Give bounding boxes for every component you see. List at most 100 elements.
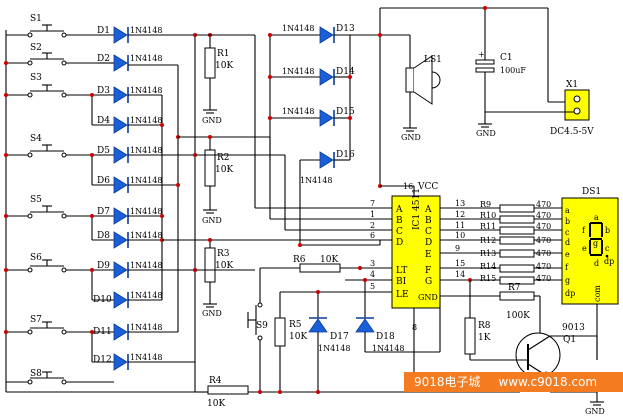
switch-s7: S7: [6, 315, 114, 335]
display-pin: dp: [565, 289, 575, 298]
seg-letter: b: [605, 226, 610, 235]
diode-label: D13: [336, 24, 355, 34]
ic-left-pin: LE: [396, 290, 409, 300]
ic-left-pin: LT: [396, 266, 407, 276]
resistor-value: 100K: [506, 311, 530, 321]
seg-letter: d: [594, 259, 599, 268]
diode-d6: D6 1N4148: [90, 153, 178, 194]
ic-label: IC1 4511: [412, 188, 422, 230]
transistor-section: R8 1K R7 100K 9013 Q1 GND: [440, 280, 605, 416]
diode-d11: D11 1N4148: [93, 323, 178, 341]
gnd-label: GND: [401, 133, 421, 142]
display-pin: a: [565, 206, 570, 215]
diode-label: D8: [97, 231, 110, 241]
ic-left-pin: B: [396, 216, 403, 226]
capacitor-value: 100uF: [500, 66, 526, 75]
diode-label: D15: [336, 107, 355, 117]
switch-s3: S3: [6, 73, 114, 98]
gnd-label: GND: [202, 216, 222, 225]
speaker-label: LS1: [424, 55, 442, 65]
resistor-value: 10K: [215, 61, 233, 71]
ic-left-num: 5: [370, 282, 375, 291]
diode-label: D4: [97, 116, 110, 126]
diode-label: D10: [93, 295, 112, 305]
diode-type: 1N4148: [130, 323, 162, 332]
switch-s4: S4: [6, 134, 114, 158]
ic-vcc-pin: 16: [403, 182, 413, 191]
diode-type: 1N4148: [282, 67, 314, 76]
switch-s2: S2: [6, 43, 114, 66]
display-pin: e: [565, 250, 570, 259]
diode-type: 1N4148: [130, 231, 162, 240]
resistor-value: 10K: [320, 255, 338, 265]
diode-label: D7: [97, 207, 110, 217]
lower-control-section: R6 10K S9 R5 10K D17 1N4148 D18 1N4148: [194, 240, 441, 409]
seg-res-value: 470: [536, 222, 551, 231]
seg-res-label: R15: [480, 274, 496, 283]
ic-vcc-label: VCC: [417, 182, 438, 192]
switch-s6: S6: [6, 253, 114, 273]
ic-right-num: 11: [455, 221, 465, 230]
switch-label: S3: [30, 73, 42, 83]
seg-letter: g: [593, 239, 598, 248]
ic1-4511: 16 VCC IC1 4511 A B C D LT BI LE 7 1 2 6…: [260, 182, 500, 392]
resistor-label: R4: [209, 376, 222, 386]
display-ds1: DS1 a b c d e f g dp com a b c d e f g d…: [561, 187, 619, 360]
diode-d16: D16 1N4148: [300, 150, 355, 185]
diode-d1: D1 1N4148: [97, 26, 195, 44]
diode-label: D1: [97, 26, 110, 36]
switch-label: S2: [30, 43, 42, 53]
watermark-banner: 9018电子城 www.c9018.com: [404, 372, 623, 392]
ic-left-num: 3: [370, 259, 375, 268]
ic-right-pin: F: [425, 266, 431, 276]
ic-left-pin: A: [395, 205, 403, 215]
resistor-label: R7: [508, 283, 521, 293]
diode-d7: D7 1N4148: [97, 207, 162, 225]
switch-label: S9: [256, 321, 268, 331]
resistor-label: R5: [289, 320, 302, 330]
transistor-type: 9013: [562, 323, 585, 333]
diode-type: 1N4148: [130, 353, 162, 362]
resistor-label: R6: [293, 255, 306, 265]
display-pin: b: [565, 217, 570, 226]
segment-resistors: R9 R10 R11 R12 R13 R14 R15 470 470 470 4…: [468, 200, 562, 285]
diode-d8: D8 1N4148: [90, 214, 162, 249]
speaker-ls1: LS1 GND: [380, 34, 442, 142]
diode-label: D6: [97, 176, 110, 186]
seg-res-label: R10: [480, 211, 496, 220]
switch-s8: S8: [6, 369, 114, 385]
switch-label: S7: [30, 315, 42, 325]
display-pin: g: [565, 276, 570, 285]
seg-res-value: 470: [536, 211, 551, 220]
gnd-label: GND: [585, 407, 605, 416]
display-com: com: [593, 285, 602, 302]
diode-d14: 1N4148 D14: [268, 67, 355, 86]
seg-res-value: 470: [536, 200, 551, 209]
diode-label: D14: [336, 67, 355, 77]
diode-type: 1N4148: [282, 24, 314, 33]
diode-matrix: D1 1N4148 D2 1N4148 D3 1N4148 D4 1N4148: [90, 26, 197, 371]
gnd-label: GND: [202, 116, 222, 125]
diode-label: D2: [97, 54, 110, 64]
diode-type: 1N4148: [130, 116, 162, 125]
resistor-label: R3: [217, 249, 230, 259]
switch-label: S1: [30, 14, 42, 24]
display-pin: f: [565, 263, 569, 272]
seg-letter: e: [582, 244, 587, 253]
ic-left-num: 2: [370, 221, 375, 230]
seg-letter: dp: [604, 257, 614, 266]
diode-d4: D4 1N4148: [90, 93, 162, 134]
resistor-value: 10K: [207, 399, 225, 409]
diode-d10: D10 1N4148: [90, 268, 162, 309]
seg-letter: a: [594, 213, 599, 222]
power-section: + C1 100uF GND X1 DC4.5-5V: [378, 6, 594, 196]
resistor-label: R1: [217, 49, 230, 59]
capacitor-plus: +: [478, 50, 485, 59]
resistor-value: 10K: [215, 165, 233, 175]
diode-d2: D2 1N4148: [97, 54, 178, 72]
switch-label: S5: [30, 195, 42, 205]
watermark-right: www.c9018.com: [498, 375, 598, 389]
seg-res-label: R13: [480, 249, 496, 258]
diode-label: D5: [97, 146, 110, 156]
